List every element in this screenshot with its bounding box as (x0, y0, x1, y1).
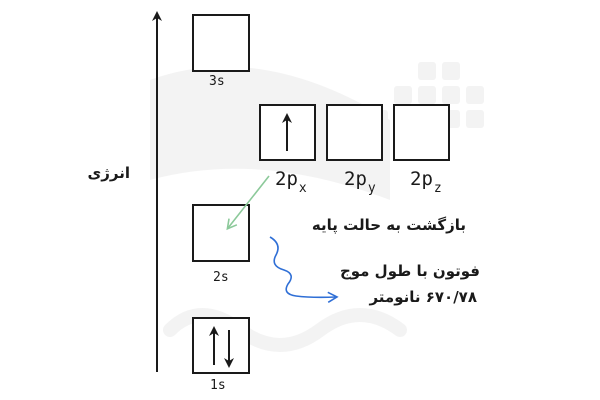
energy-axis-label: انرژی (87, 164, 131, 182)
orbital-label-2px: 2px (275, 168, 307, 196)
photon-wavelength-label-line1: فوتون با طول موج (339, 262, 480, 280)
orbital-label-2py: 2py (344, 168, 376, 196)
orbital-label-1s: 1s (210, 378, 226, 393)
return-arrow (226, 175, 270, 231)
return-to-ground-state-label: بازگشت به حالت پایه (311, 216, 466, 234)
orbital-box-1s (192, 317, 250, 374)
orbital-label-2s: 2s (213, 270, 229, 285)
orbital-label-3s: 3s (209, 74, 225, 89)
orbital-label-2pz: 2pz (410, 168, 442, 196)
photon-wavelength-label-line2: ۶۷۰/۷۸ نانومتر (369, 288, 477, 306)
photon-wave-arrow (269, 236, 339, 304)
orbital-box-3s (192, 14, 250, 72)
orbital-box-2pz (393, 104, 450, 161)
orbital-box-2py (326, 104, 383, 161)
orbital-box-2s (192, 204, 250, 262)
